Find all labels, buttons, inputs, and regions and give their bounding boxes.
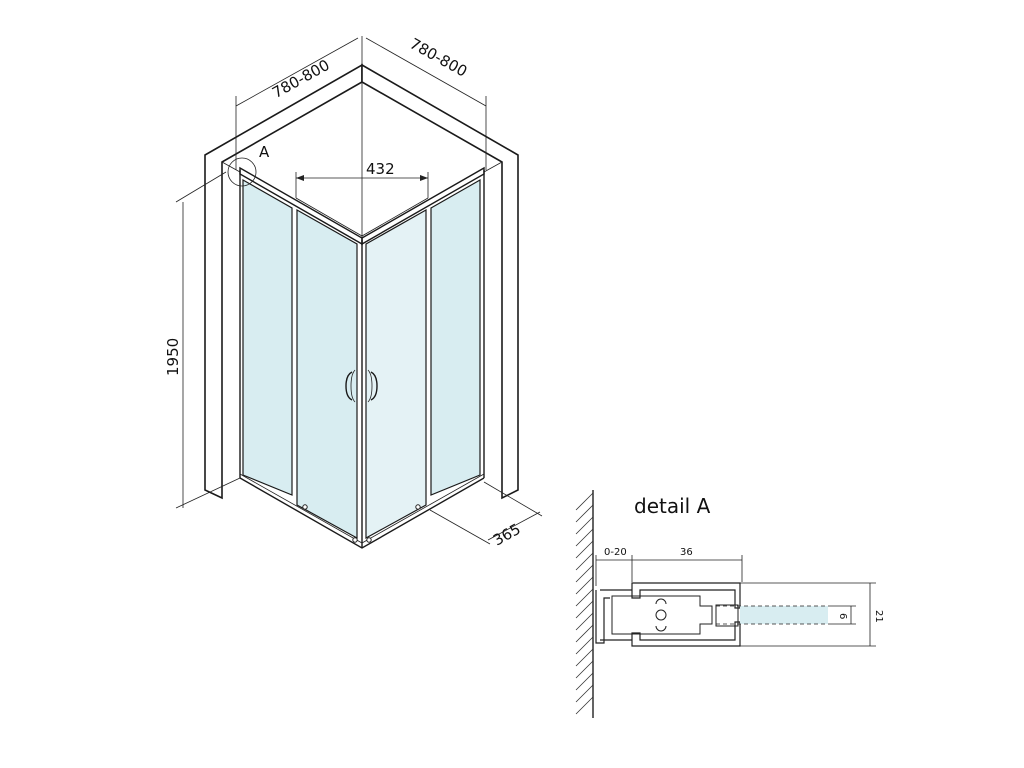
wall-edge-left	[221, 161, 241, 173]
arrow-icon	[296, 175, 304, 181]
wall-edge-right	[483, 161, 503, 173]
right-fixed-glass	[430, 178, 481, 496]
ext-line	[175, 171, 227, 203]
profile-bottom	[631, 621, 741, 647]
left-handle-inner	[350, 369, 356, 403]
roller-icon	[366, 537, 372, 543]
arrow-icon	[420, 175, 428, 181]
dim-height-label: 21	[873, 610, 884, 623]
dim-gap-label: 0-20	[604, 547, 627, 558]
depth-label: 365	[490, 520, 524, 550]
profile-chamber	[611, 595, 713, 635]
left-fixed-glass	[242, 178, 293, 496]
right-sliding-door-glass	[365, 208, 427, 540]
profile-joint	[600, 589, 632, 641]
detail-marker-label: A	[259, 143, 270, 161]
detail-a: detail A	[575, 490, 884, 718]
ext-line	[483, 481, 543, 517]
dim-profile-label: 36	[680, 547, 693, 558]
wall-hatching	[575, 492, 594, 715]
screw-boss-icon	[655, 598, 667, 605]
dim-line-width-right	[365, 37, 487, 107]
bottom-rail	[239, 477, 485, 549]
screw-boss-icon	[655, 625, 667, 632]
bottom-rail-inner	[239, 473, 485, 544]
detail-glass	[740, 606, 828, 624]
left-sliding-door-glass	[296, 208, 358, 540]
width-right-label: 780-800	[407, 34, 471, 80]
glass-clamp	[715, 604, 739, 627]
detail-title: detail A	[634, 494, 711, 518]
roller-icon	[415, 504, 421, 510]
door-width-label: 432	[366, 160, 395, 178]
ext-line	[429, 509, 491, 545]
dim-line-depth	[487, 511, 541, 541]
left-handle-icon	[345, 371, 353, 401]
profile-top	[631, 582, 741, 609]
height-label: 1950	[164, 338, 182, 376]
screw-icon	[655, 609, 667, 621]
roller-icon	[302, 504, 308, 510]
upper-rail-left	[295, 197, 363, 237]
dim-line-width-left	[235, 37, 359, 107]
detail-marker-circle	[227, 157, 257, 187]
dim-glass-label: 6	[837, 613, 848, 619]
right-handle-icon	[370, 371, 378, 401]
enclosure	[227, 157, 485, 549]
wall-profile	[595, 590, 610, 644]
upper-rail-right	[361, 197, 429, 237]
roller-icon	[352, 537, 358, 543]
right-handle-inner	[367, 369, 373, 403]
ext-line	[175, 477, 241, 509]
